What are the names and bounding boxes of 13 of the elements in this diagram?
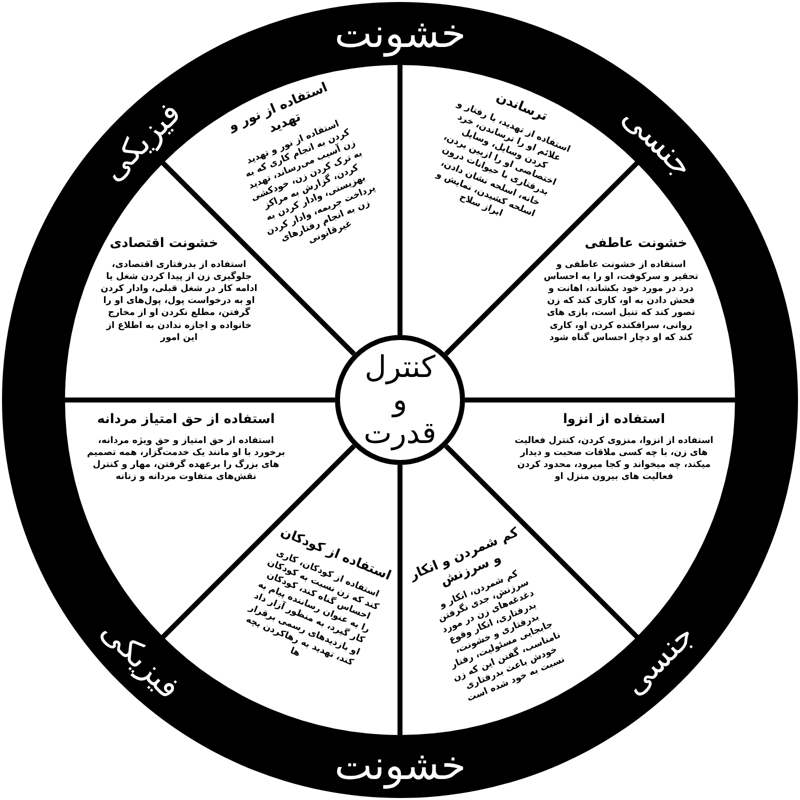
- sector-heading: استفاده از حق امتیاز مردانه: [96, 412, 276, 429]
- ring-label: فیزیکی: [96, 96, 186, 186]
- sector-description: استفاده از بدرفتاری اقتصادی، جلوگیری زن از پیدا کردن شغل یا ادامه کار در شغل قبلی، وادار کردن او به درخواست پول، پول‌های او را گرفتن، مطلع نکردن او از مخارج خانواده و اجازه ندادن به اطلاع از این امور: [100, 258, 258, 344]
- sector-description: استفاده از حق امتیاز و حق ویژه مردانه، برخورد با او مانند یک خدمت‌گزار، همه تصمیم های بزرگ را برعهده گرفتن، مهار و کنترل نقش‌های متفاوت مردانه و زنانه: [86, 434, 286, 484]
- ring-label: جنسی: [617, 100, 700, 182]
- sector-description: استفاده از خشونت عاطفی و تحقیر و سرکوفت، او را به احساس درد در مورد خود بکشاند، اهانت و فحش دادن به او، کاری کند که زن تصور کند که تنبل است، بازی های روانی، سرافکنده کردن او، کاری کند که او دچار احساس گناه شود: [542, 258, 700, 344]
- sector-heading: خشونت اقتصادی: [108, 236, 220, 253]
- sector-heading: خشونت عاطفی: [584, 236, 688, 253]
- sector-heading: استفاده از انزوا: [562, 412, 666, 429]
- sector-description: استفاده از انزوا، منزوی کردن، کنترل فعالیت های زن، با چه کسی ملاقات صحبت و دیدار میکند، چه میخواند و کجا میرود، محدود کردن فعالیت های بیرون منزل او: [514, 434, 714, 484]
- hub-title: کنترل و قدرت: [362, 350, 438, 450]
- ring-label: جنسی: [617, 618, 700, 700]
- ring-label: فیزیکی: [96, 614, 186, 704]
